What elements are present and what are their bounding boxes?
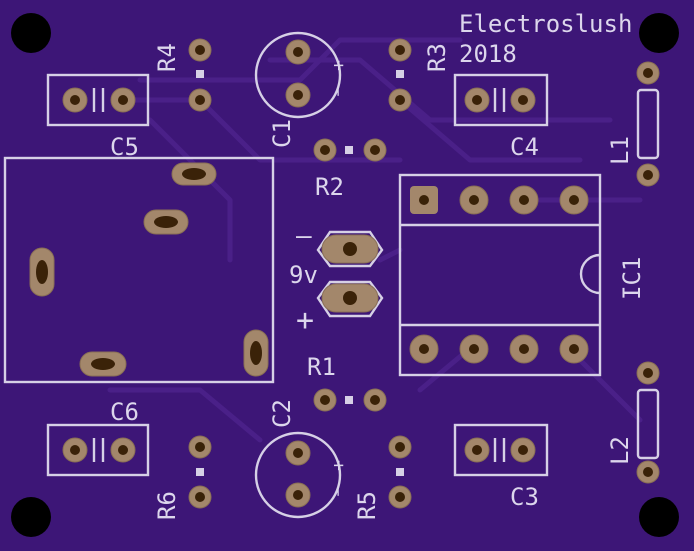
label-c5: C5 [110,133,139,161]
capacitor-c4: C4 [453,73,549,161]
capacitor-c2: + — C2 [254,399,349,519]
label-r2: R2 [315,173,344,201]
mounting-holes [11,13,679,537]
capacitor-c6: C6 [46,398,150,477]
mounting-hole-top-left [11,13,51,53]
c1-plus-mark: + [328,60,349,71]
board-year: 2018 [459,40,517,68]
resistor-r2: R2 [313,138,387,201]
label-c2: C2 [268,399,296,428]
label-r5: R5 [353,491,381,520]
resistor-r1: R1 [307,353,387,412]
c2-minus-mark: — [328,485,349,496]
label-r1: R1 [307,353,336,381]
battery-minus-mark: — [296,221,312,251]
battery-clip-footprint [3,156,275,384]
battery-connector-9v: — 9v + [289,221,384,338]
chip-ic1: IC1 [398,173,646,377]
label-r6: R6 [153,491,181,520]
label-l1: L1 [606,136,634,165]
capacitor-c5: C5 [46,73,150,161]
resistor-r6: R6 [153,435,212,520]
mounting-hole-bottom-right [639,497,679,537]
battery-plus-mark: + [296,303,314,338]
resistor-r5: R5 [353,435,412,520]
label-9v: 9v [289,261,318,289]
label-c6: C6 [110,398,139,426]
inductor-l2: L2 [606,361,660,484]
label-l2: L2 [606,436,634,465]
mounting-hole-top-right [639,13,679,53]
resistor-r4: R4 [153,38,212,112]
inductor-l1: L1 [606,61,660,187]
c1-minus-mark: — [328,85,349,96]
label-c1: C1 [268,119,296,148]
label-r4: R4 [153,43,181,72]
capacitor-c3: C3 [453,423,549,511]
resistor-r3: R3 [388,38,451,112]
c2-plus-mark: + [328,460,349,471]
label-c3: C3 [510,483,539,511]
board-title: Electroslush [459,10,632,38]
capacitor-c1: + — C1 [254,31,349,148]
label-c4: C4 [510,133,539,161]
label-ic1: IC1 [618,257,646,300]
label-r3: R3 [423,43,451,72]
mounting-hole-bottom-left [11,497,51,537]
